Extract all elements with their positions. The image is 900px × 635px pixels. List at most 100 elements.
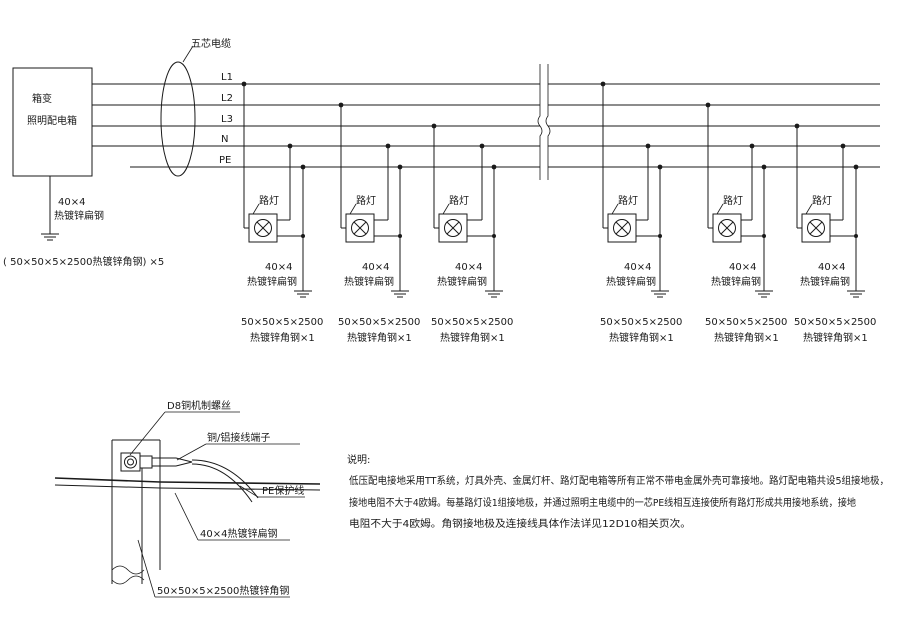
- pe-branch-dot: [658, 234, 662, 238]
- pe-branch-dot: [492, 234, 496, 238]
- lamp-icon-cross: [809, 221, 823, 235]
- phase-junction-dot: [705, 102, 711, 108]
- neutral-junction-dot: [749, 143, 755, 149]
- street-lamp-5: 路灯 40×4 热镀锌扁钢 50×50×5×2500 热镀锌角钢×1: [705, 102, 787, 344]
- bus-label-l3: L3: [221, 114, 233, 125]
- lamp-ground-strip-material: 热镀锌扁钢: [711, 275, 761, 288]
- lamp-ground-electrode-size: 50×50×5×2500: [241, 317, 323, 328]
- lamp-icon-cross: [720, 221, 734, 235]
- box-ground-strip-size: 40×4: [58, 197, 85, 208]
- lamp-label-leader: [252, 203, 260, 215]
- street-lamp-6: 路灯 40×4 热镀锌扁钢 50×50×5×2500 热镀锌角钢×1: [794, 123, 876, 344]
- neutral-junction-dot: [840, 143, 846, 149]
- notes: 说明: 低压配电接地采用TT系统，灯具外壳、金属灯杆、路灯配电箱等所有正常不带电…: [347, 453, 889, 530]
- lamp-label-leader: [349, 203, 357, 215]
- lamp-ground-electrode-material: 热镀锌角钢×1: [440, 331, 505, 344]
- connection-detail: D8铜机制螺丝 铜/铝接线端子 PE保护线 40×4热镀锌扁钢 50×50×5×…: [54, 399, 321, 598]
- pe-junction-dot: [657, 164, 663, 170]
- lamp-icon: [718, 219, 736, 237]
- detail-angle-steel-label: 50×50×5×2500热镀锌角钢: [157, 584, 289, 597]
- notes-title: 说明:: [347, 453, 370, 466]
- street-lamp-2: 路灯 40×4 热镀锌扁钢 50×50×5×2500 热镀锌角钢×1: [338, 102, 420, 344]
- street-lamp-label: 路灯: [723, 194, 743, 207]
- five-core-cable: 五芯电缆: [160, 37, 231, 177]
- bus-label-l1: L1: [221, 72, 233, 83]
- lamp-ground-electrode-material: 热镀锌角钢×1: [714, 331, 779, 344]
- bus-label-l2: L2: [221, 93, 233, 104]
- bus-label-n: N: [221, 134, 228, 145]
- street-lamp-label: 路灯: [618, 194, 638, 207]
- notes-line-3: 电阻不大于4欧姆。角钢接地极及连接线具体作法详见12D10相关页次。: [349, 517, 691, 530]
- pe-branch-dot: [854, 234, 858, 238]
- street-lamp-4: 路灯 40×4 热镀锌扁钢 50×50×5×2500 热镀锌角钢×1: [600, 81, 682, 344]
- pe-junction-dot: [300, 164, 306, 170]
- lamp-ground-strip-material: 热镀锌扁钢: [247, 275, 297, 288]
- street-lamp-3: 路灯 40×4 热镀锌扁钢 50×50×5×2500 热镀锌角钢×1: [431, 123, 513, 344]
- detail-bolt-label: D8铜机制螺丝: [167, 399, 231, 412]
- lamp-ground-electrode-material: 热镀锌角钢×1: [250, 331, 315, 344]
- lamp-ground-strip-size: 40×4: [362, 262, 389, 273]
- pe-junction-dot: [491, 164, 497, 170]
- lamp-icon: [807, 219, 825, 237]
- lamp-icon-cross: [446, 221, 460, 235]
- distribution-box: 箱变 照明配电箱: [12, 67, 93, 177]
- lamp-label-leader: [442, 203, 450, 215]
- bus-lines: L1 L2 L3 N PE: [92, 64, 880, 180]
- street-lamp-label: 路灯: [812, 194, 832, 207]
- notes-line-1: 低压配电接地采用TT系统，灯具外壳、金属灯杆、路灯配电箱等所有正常不带电金属外壳…: [349, 474, 889, 487]
- lamp-label-leader: [611, 203, 619, 215]
- box-ground: 40×4 热镀锌扁钢 ( 50×50×5×2500热镀锌角钢) ×5: [3, 176, 164, 268]
- distribution-box-label-2: 照明配电箱: [27, 114, 77, 127]
- lamp-ground-strip-size: 40×4: [265, 262, 292, 273]
- box-ground-electrode: ( 50×50×5×2500热镀锌角钢) ×5: [3, 255, 164, 268]
- lamp-ground-electrode-size: 50×50×5×2500: [705, 317, 787, 328]
- street-lamp-label: 路灯: [356, 194, 376, 207]
- lamp-icon-cross: [353, 221, 367, 235]
- phase-junction-dot: [338, 102, 344, 108]
- lamp-icon: [254, 219, 272, 237]
- lamp-icon-cross: [256, 221, 270, 235]
- lamp-ground-strip-material: 热镀锌扁钢: [800, 275, 850, 288]
- street-lamp-label: 路灯: [449, 194, 469, 207]
- distribution-box-label-1: 箱变: [32, 92, 52, 105]
- lamp-ground-strip-size: 40×4: [624, 262, 651, 273]
- neutral-junction-dot: [479, 143, 485, 149]
- five-core-cable-label: 五芯电缆: [191, 37, 231, 50]
- detail-pe-wire-label: PE保护线: [262, 484, 304, 497]
- lamp-icon: [613, 219, 631, 237]
- box-ground-strip-material: 热镀锌扁钢: [54, 209, 104, 222]
- bus-label-pe: PE: [219, 155, 231, 166]
- phase-junction-dot: [794, 123, 800, 129]
- lamp-ground-electrode-material: 热镀锌角钢×1: [803, 331, 868, 344]
- phase-junction-dot: [600, 81, 606, 87]
- street-lamp-branches: 路灯 40×4 热镀锌扁钢 50×50×5×2500 热镀锌角钢×1 路灯 40…: [241, 81, 876, 344]
- lamp-ground-strip-size: 40×4: [818, 262, 845, 273]
- lamp-ground-electrode-material: 热镀锌角钢×1: [347, 331, 412, 344]
- neutral-junction-dot: [645, 143, 651, 149]
- pe-junction-dot: [397, 164, 403, 170]
- lamp-ground-strip-material: 热镀锌扁钢: [437, 275, 487, 288]
- neutral-junction-dot: [385, 143, 391, 149]
- lamp-icon-cross: [615, 221, 629, 235]
- pe-junction-dot: [853, 164, 859, 170]
- lamp-ground-strip-size: 40×4: [729, 262, 756, 273]
- lamp-ground-electrode-size: 50×50×5×2500: [431, 317, 513, 328]
- phase-junction-dot: [431, 123, 437, 129]
- detail-terminal-label: 铜/铝接线端子: [207, 431, 270, 444]
- lamp-label-leader: [716, 203, 724, 215]
- notes-line-2: 接地电阻不大于4欧姆。每基路灯设1组接地极，并通过照明主电缆中的一芯PE线相互连…: [349, 496, 856, 509]
- pe-branch-dot: [762, 234, 766, 238]
- street-lamp-label: 路灯: [259, 194, 279, 207]
- lamp-label-leader: [805, 203, 813, 215]
- lamp-ground-strip-material: 热镀锌扁钢: [606, 275, 656, 288]
- phase-junction-dot: [241, 81, 247, 87]
- pe-branch-dot: [398, 234, 402, 238]
- lamp-ground-electrode-size: 50×50×5×2500: [338, 317, 420, 328]
- lamp-ground-strip-material: 热镀锌扁钢: [344, 275, 394, 288]
- detail-flat-steel-label: 40×4热镀锌扁钢: [200, 527, 277, 540]
- pe-branch-dot: [301, 234, 305, 238]
- lamp-ground-electrode-size: 50×50×5×2500: [600, 317, 682, 328]
- lamp-ground-electrode-material: 热镀锌角钢×1: [609, 331, 674, 344]
- lamp-ground-strip-size: 40×4: [455, 262, 482, 273]
